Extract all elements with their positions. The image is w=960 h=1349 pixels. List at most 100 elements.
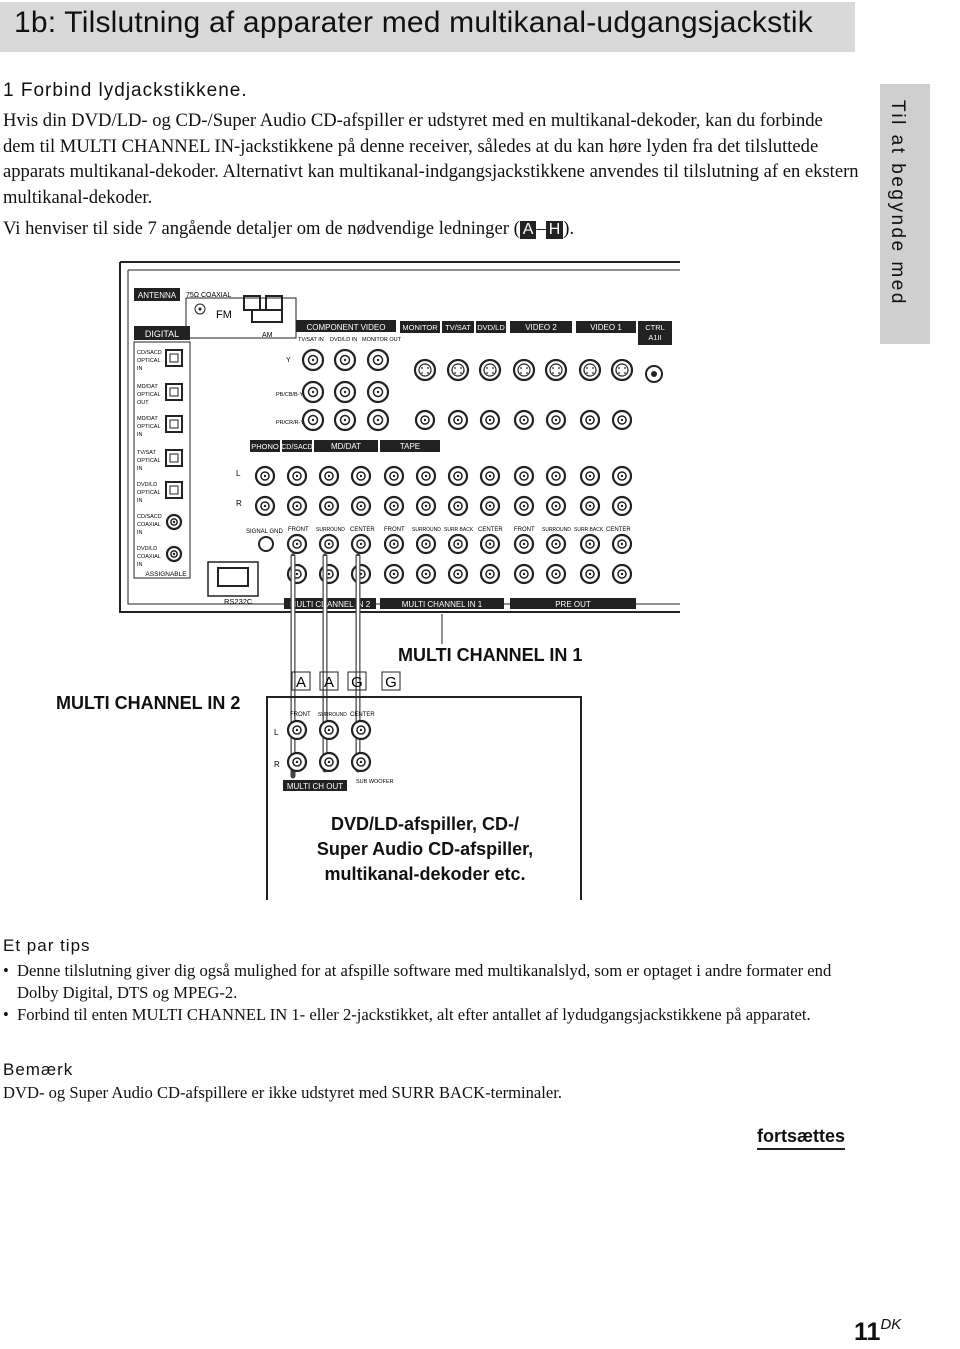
video-jacks [413, 358, 634, 431]
svg-text:IN: IN [137, 466, 143, 472]
svg-text:COAXIAL: COAXIAL [137, 554, 161, 560]
cable-reference-text: Vi henviser til side 7 angående detaljer… [3, 218, 520, 239]
page-number: 11DK [854, 1316, 902, 1347]
page-title: 1b: Tilslutning af apparater med multika… [14, 6, 813, 39]
optical-jack-icon [165, 481, 183, 499]
cable-reference-end: ). [563, 218, 575, 239]
coaxial-label: 75Ω COAXIAL [186, 292, 231, 299]
step-heading: 1 Forbind lydjackstikkene. [3, 80, 248, 101]
surround-label-1: SURROUND [412, 527, 441, 533]
digital-jacks: CD/SACD OPTICAL IN MD/DAT OPTICAL OUT MD/DAT OP… [137, 349, 183, 568]
mc2-bar-label: MULTI CHANNEL IN 2 [290, 600, 371, 609]
component-video-label: COMPONENT VIDEO [307, 323, 386, 332]
tip-item-2: Forbind til enten MULTI CHANNEL IN 1- el… [3, 1004, 848, 1026]
optical-jack-icon [165, 383, 183, 401]
svg-text:IN: IN [137, 530, 143, 536]
mddat-label: MD/DAT [331, 442, 361, 451]
tag-g-2: G [385, 674, 397, 691]
surround-label-pre: SURROUND [542, 527, 571, 533]
svg-text:OPTICAL: OPTICAL [137, 458, 161, 464]
digital-label: DIGITAL [145, 329, 179, 339]
l-label: L [236, 469, 241, 478]
dev-sub-woofer: SUB WOOFER [356, 779, 394, 785]
pr-label: PR/CR/R-Y [276, 420, 304, 426]
label-multi-channel-in-1: MULTI CHANNEL IN 1 [398, 645, 583, 665]
player-caption-line-3: multikanal-dekoder etc. [324, 864, 526, 884]
ctrl-label: CTRL [645, 323, 665, 332]
device-jacks [286, 719, 372, 773]
page-number-suffix: DK [880, 1316, 902, 1333]
tag-a-1: A [296, 674, 306, 691]
dev-r-label: R [274, 760, 280, 769]
ctrl2-label: A1II [648, 333, 661, 342]
s-video-jack-icon [446, 358, 470, 382]
optical-jack-icon [165, 349, 183, 367]
dev-center-label: CENTER [350, 712, 375, 718]
svg-text:IN: IN [137, 432, 143, 438]
center-label-1: CENTER [478, 527, 503, 533]
s-video-jack-icon [610, 358, 634, 382]
note-text: DVD- og Super Audio CD-afspillere er ikk… [3, 1083, 563, 1102]
antenna-label: ANTENNA [138, 291, 177, 300]
cable-a-tag: A [519, 221, 537, 239]
svg-text:OPTICAL: OPTICAL [137, 392, 161, 398]
tip-item-1: Denne tilslutning giver dig også mulighe… [3, 960, 848, 1004]
front-label-pre: FRONT [514, 527, 535, 533]
player-caption: DVD/LD-afspiller, CD-/ Super Audio CD-af… [270, 812, 580, 887]
fm-label: FM [216, 309, 232, 321]
optical-jack-icon [165, 415, 183, 433]
cdsacd-label: CD/SACD [281, 444, 313, 451]
s-video-jack-icon [544, 358, 568, 382]
mc1-bar-label: MULTI CHANNEL IN 1 [402, 600, 483, 609]
surr-back-label-pre: SURR BACK [574, 527, 604, 533]
comp-monitor: MONITOR OUT [362, 337, 402, 343]
center-label-pre: CENTER [606, 527, 631, 533]
svg-text:DVD/LD: DVD/LD [137, 482, 157, 488]
note-heading: Bemærk [3, 1060, 74, 1079]
svg-text:OUT: OUT [137, 400, 149, 406]
monitor-label: MONITOR [402, 323, 438, 332]
pre-out-label: PRE OUT [555, 600, 591, 609]
player-caption-line-1: DVD/LD-afspiller, CD-/ [330, 814, 520, 834]
tvsat-label: TV/SAT [445, 323, 471, 332]
tag-g-1: G [351, 674, 363, 691]
tips-heading: Et par tips [3, 936, 91, 955]
optical-jack-icon [165, 449, 183, 467]
s-video-jack-icon [413, 358, 437, 382]
side-tab-label: Til at begynde med [887, 100, 908, 306]
player-caption-line-2: Super Audio CD-afspiller, [316, 839, 534, 859]
title-bar [0, 2, 855, 52]
surr-back-label-1: SURR BACK [444, 527, 474, 533]
svg-text:CD/SACD: CD/SACD [137, 514, 162, 520]
svg-text:TV/SAT: TV/SAT [137, 450, 156, 456]
tape-label: TAPE [400, 442, 420, 451]
assignable-label: ASSIGNABLE [145, 571, 187, 578]
svg-text:OPTICAL: OPTICAL [137, 358, 161, 364]
svg-text:OPTICAL: OPTICAL [137, 424, 161, 430]
label-multi-channel-in-2: MULTI CHANNEL IN 2 [56, 693, 241, 713]
svg-text:MD/DAT: MD/DAT [137, 384, 158, 390]
svg-text:IN: IN [137, 562, 143, 568]
s-video-jack-icon [512, 358, 536, 382]
continue-link[interactable]: fortsættes [757, 1126, 846, 1150]
video2-label: VIDEO 2 [525, 323, 557, 332]
page-number-value: 11 [854, 1318, 881, 1346]
surround-label-2: SURROUND [316, 527, 345, 533]
signal-gnd-label: SIGNAL GND [246, 529, 283, 535]
front-label-1: FRONT [384, 527, 405, 533]
multichannel-jacks [286, 533, 633, 585]
svg-text:MD/DAT: MD/DAT [137, 416, 158, 422]
rear-panel-diagram: ANTENNA 75Ω COAXIAL FM AM DIGITAL CD/SAC… [119, 261, 680, 900]
am-label: AM [262, 332, 273, 339]
video1-label: VIDEO 1 [590, 323, 622, 332]
svg-text:IN: IN [137, 366, 143, 372]
phono-label: PHONO [251, 442, 279, 451]
comp-dvdld: DVD/LD IN [330, 337, 357, 343]
tag-a-2: A [324, 674, 334, 691]
s-video-jack-icon [478, 358, 502, 382]
r-label: R [236, 499, 242, 508]
audio-jacks [254, 465, 633, 517]
svg-text:IN: IN [137, 498, 143, 504]
svg-text:OPTICAL: OPTICAL [137, 490, 161, 496]
dev-surround-label: SURROUND [318, 712, 347, 718]
